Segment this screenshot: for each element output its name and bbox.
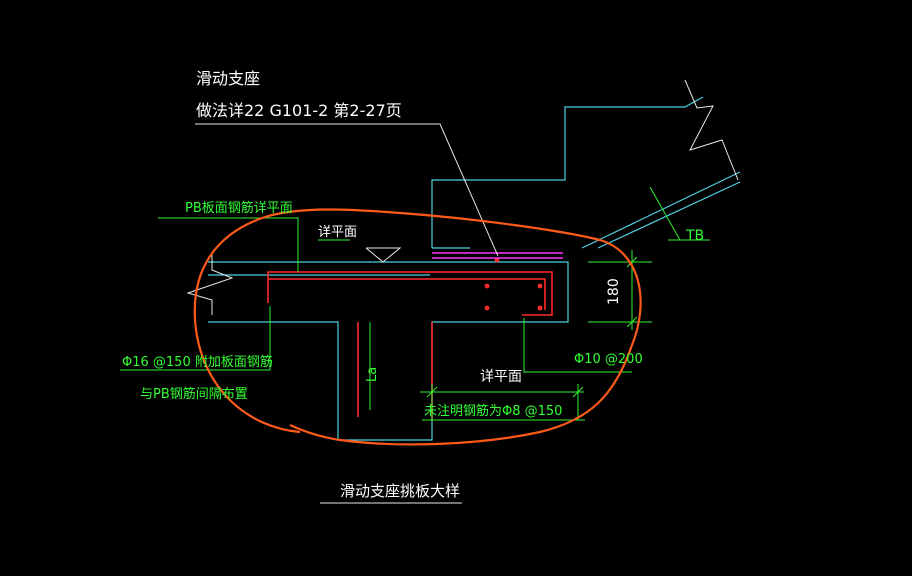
rebar-top-leader [120, 306, 271, 371]
support-title: 滑动支座 [196, 69, 260, 88]
break-symbol-right [684, 79, 739, 181]
rebar [267, 257, 553, 420]
plan-dim [420, 384, 584, 420]
plan-ref-top-label: 详平面 [318, 225, 357, 240]
pb-leader [158, 217, 299, 272]
pb-ref-label: PB板面钢筋详平面 [185, 200, 293, 216]
rebar-top-label-2: 与PB钢筋间隔布置 [140, 386, 248, 402]
plan-ref-bottom-label: 详平面 [480, 369, 522, 385]
stirrup-label: Φ10 @200 [574, 352, 643, 367]
level-marker [318, 239, 402, 263]
tb-leader [649, 186, 710, 241]
support-leader [195, 123, 499, 257]
rebar-top-label: Φ16 @150 附加板面钢筋 [122, 354, 273, 370]
detail-title: 滑动支座挑板大样 [340, 482, 460, 500]
break-symbol-left [186, 255, 234, 315]
concrete-outline [208, 96, 741, 441]
support-ref: 做法详22 G101-2 第2-27页 [196, 101, 402, 120]
la-label: La [365, 367, 380, 382]
stirrup-leader [523, 318, 632, 373]
markup-circle [193, 208, 642, 446]
sliding-bearing [432, 252, 563, 259]
unspecified-label: 未注明钢筋为Φ8 @150 [424, 403, 562, 419]
tb-label: TB [685, 228, 704, 244]
dim-180-label: 180 [606, 278, 622, 305]
